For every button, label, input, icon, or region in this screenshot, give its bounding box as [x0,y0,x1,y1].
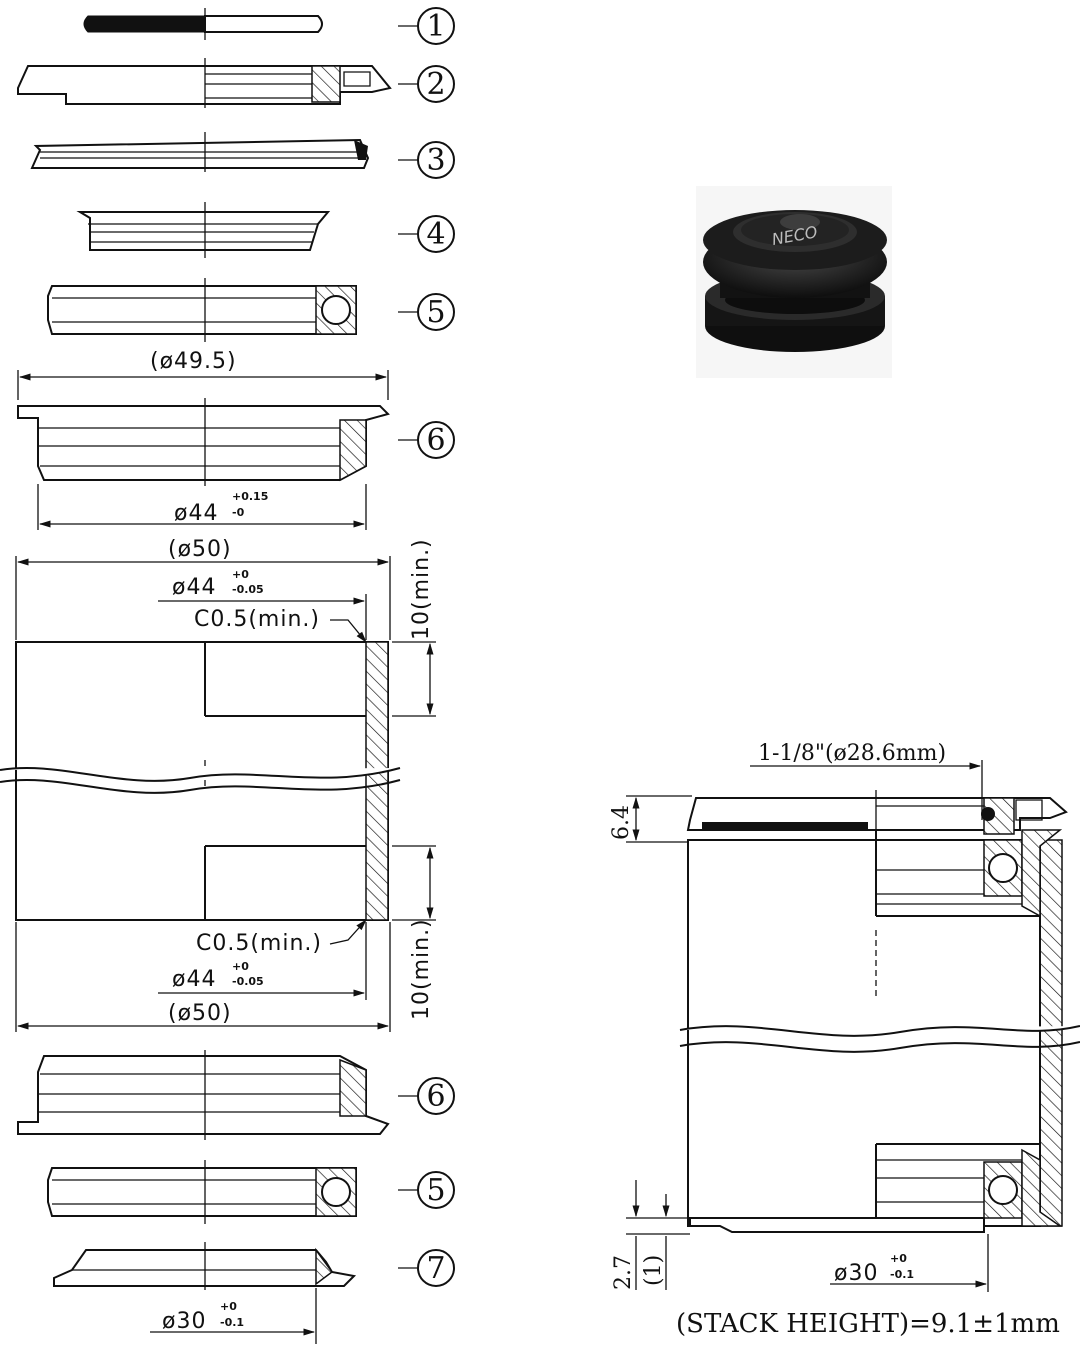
callout-number: 4 [426,217,445,252]
callout-circle [417,1249,455,1287]
part-3-seal [30,132,370,172]
cup-press-tol-upper: +0.15 [232,490,268,503]
dim-assembly: 1-1/8"(ø28.6mm) 6.4 2.7 (1) ø30 +0 -0.1 … [609,741,1060,1339]
callout-part-5-upper-bearing: 5 [398,293,455,331]
tube-tol-upper: +0 [232,568,249,581]
dim-tube-top: (ø50) ø44 +0 -0.05 C0.5(min.) 10(min.) [15,537,436,717]
chamfer-bottom-label: C0.5(min.) [196,931,322,956]
callout-circle [417,293,455,331]
callout-number: 5 [426,295,445,330]
assembly-crown-race-dia-label: ø30 [834,1261,878,1286]
tube-outer-dia-top-label: (ø50) [168,537,232,562]
cup-press-tol-lower: -0 [232,506,245,519]
callout-circle [417,421,455,459]
assembly-section [679,790,1080,1233]
top-height-label: 6.4 [609,805,634,840]
callout-part-6-lower-cup: 6 [398,1077,455,1115]
callout-circle [417,141,455,179]
bottom-height-label: 2.7 [611,1255,636,1290]
cup-flange-dia-label: (ø49.5) [150,349,237,374]
callout-part-7-crown-race: 7 [398,1249,455,1287]
cup-press-dia-label: ø44 [174,501,218,526]
part-2-top-cover [17,58,392,108]
callout-number: 6 [426,423,445,458]
part-5-upper-bearing [47,278,357,342]
callout-part-1-seal-ring: 1 [398,7,455,45]
callout-part-3-seal: 3 [398,141,455,179]
callout-number: 7 [426,1251,445,1286]
chamfer-top-label: C0.5(min.) [194,607,320,632]
dim-tube-bottom: 10(min.) C0.5(min.) ø44 +0 -0.05 (ø50) [15,845,436,1032]
callout-circle [417,1077,455,1115]
callout-part-5-lower-bearing: 5 [398,1171,455,1209]
dim-cup-press-dia: ø44 +0.15 -0 [37,484,367,530]
part-7-crown-race [53,1242,357,1290]
steerer-label: 1-1/8"(ø28.6mm) [758,741,946,766]
part-6-lower-cup [17,1050,390,1140]
callouts: 1 2 3 4 5 6 6 5 7 [398,7,455,1287]
part-1-seal-ring [83,8,323,40]
tube-tol-upper-b: +0 [232,960,249,973]
head-tube-section [0,641,401,921]
callout-number: 5 [426,1173,445,1208]
tube-inner-dia-bottom-label: ø44 [172,967,216,992]
callout-circle [417,65,455,103]
product-photo: NECO [696,186,892,378]
callout-part-6-upper-cup: 6 [398,421,455,459]
assembly-crown-race-tol-upper: +0 [890,1252,907,1265]
part-4-compression-ring [76,202,331,258]
tube-outer-dia-bottom-label: (ø50) [168,1001,232,1026]
callout-part-4-compression-ring: 4 [398,215,455,253]
callout-part-2-top-cover: 2 [398,65,455,103]
dim-crown-race: ø30 +0 -0.1 [150,1288,317,1344]
part-5-lower-bearing [47,1160,357,1224]
depth-top-label: 10(min.) [409,538,434,640]
assembly-crown-race-tol-lower: -0.1 [890,1268,914,1281]
callout-number: 2 [426,67,445,102]
callout-circle [417,215,455,253]
part-6-upper-cup [17,398,390,486]
tube-tol-lower: -0.05 [232,583,264,596]
crown-race-dia-label: ø30 [162,1309,206,1334]
tube-tol-lower-b: -0.05 [232,975,264,988]
dim-cup-flange-dia: (ø49.5) [17,349,389,400]
depth-bottom-label: 10(min.) [409,918,434,1020]
stack-height-label: (STACK HEIGHT)=9.1±1mm [676,1309,1060,1339]
callout-number: 6 [426,1079,445,1114]
bottom-height-paren-label: (1) [641,1255,666,1286]
callout-circle [417,7,455,45]
crown-race-tol-lower: -0.1 [220,1316,244,1329]
callout-circle [417,1171,455,1209]
tube-inner-dia-top-label: ø44 [172,575,216,600]
crown-race-tol-upper: +0 [220,1300,237,1313]
callout-number: 3 [426,143,445,178]
callout-number: 1 [426,9,445,44]
